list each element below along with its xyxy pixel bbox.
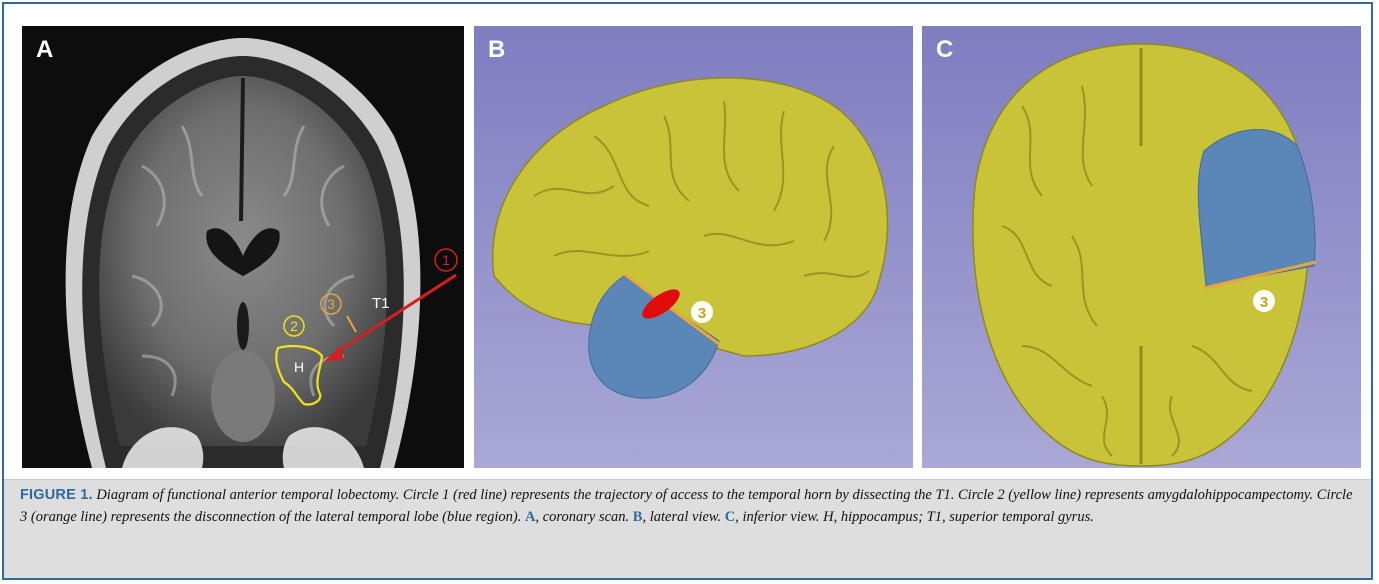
- caption-text-a: , coronary scan.: [535, 509, 629, 525]
- mri-coronal-image: 1 2 3 T1 H: [22, 26, 464, 468]
- caption-ref-a: A: [525, 509, 535, 525]
- mri-third-ventricle: [237, 302, 249, 350]
- caption-text-c: , inferior view. H, hippocampus; T1, sup…: [735, 509, 1094, 525]
- mri-brainstem: [211, 350, 275, 442]
- panel-c-inferior-view: 3 C: [922, 26, 1361, 468]
- circle-2-label: 2: [290, 318, 298, 334]
- caption-text-b: , lateral view.: [642, 509, 721, 525]
- panel-b-lateral-view: 3 B: [474, 26, 913, 468]
- temporal-region-c: [1198, 130, 1315, 286]
- circle-3-label: 3: [327, 296, 335, 312]
- h-label: H: [294, 359, 304, 375]
- panel-b-letter: B: [488, 36, 505, 64]
- figure-caption: FIGURE 1. Diagram of functional anterior…: [20, 485, 1361, 528]
- caption-label: FIGURE 1.: [20, 487, 93, 503]
- circle-3-b-label: 3: [698, 305, 706, 322]
- t1-label: T1: [372, 295, 390, 312]
- panel-a-coronal-mri: 1 2 3 T1 H A: [22, 26, 464, 468]
- brain-lateral-render: 3: [474, 26, 913, 468]
- caption-ref-c: C: [725, 509, 735, 525]
- panel-a-letter: A: [36, 36, 53, 64]
- panel-c-letter: C: [936, 36, 953, 64]
- brain-inferior-render: 3: [922, 26, 1361, 468]
- circle-3-c-label: 3: [1260, 294, 1268, 311]
- circle-1-label: 1: [442, 252, 450, 268]
- mri-fissure: [241, 78, 243, 221]
